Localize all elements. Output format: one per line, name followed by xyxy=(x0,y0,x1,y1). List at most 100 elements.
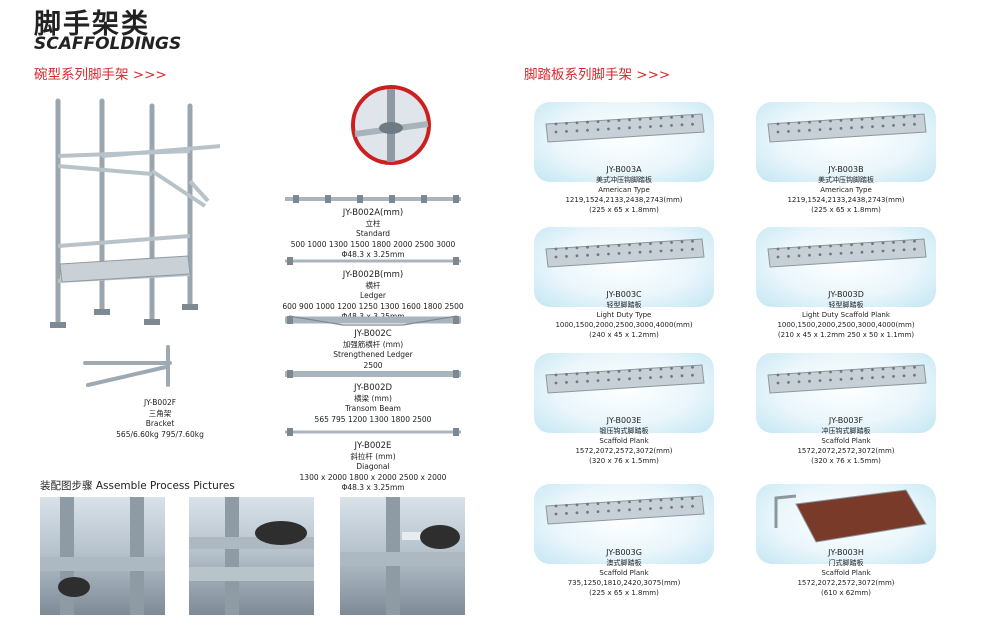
plank-code: JY-B003E xyxy=(606,416,642,425)
pipe-image xyxy=(285,195,461,203)
section-heading-planks: 脚踏板系列脚手架 >>> xyxy=(524,67,671,83)
plank-spec-line: (320 x 76 x 1.5mm) xyxy=(589,457,659,465)
plank-spec-line: 1219,1524,2133,2438,2743(mm) xyxy=(787,196,905,204)
cuplock-spec-line: Standard xyxy=(355,229,391,238)
pipe-image xyxy=(285,370,461,378)
cuplock-joint-detail-image xyxy=(351,85,431,165)
plank-spec-line: Scaffold Plank xyxy=(821,437,871,445)
cuplock-spec-line: Transom Beam xyxy=(345,404,401,413)
cuplock-frame-image xyxy=(50,98,220,328)
cuplock-spec-line: 1300 x 2000 1800 x 2000 2500 x 2000 xyxy=(299,472,447,482)
cuplock-spec-line: 500 1000 1300 1500 1800 2000 2500 3000 xyxy=(290,239,456,249)
plank-code: JY-B003D xyxy=(828,290,864,299)
plank-spec-line: 冲压钩式脚踏板 xyxy=(821,427,871,435)
bracket-code: JY-B002F xyxy=(143,398,177,407)
plank-spec-line: 1572,2072,2572,3072(mm) xyxy=(797,447,895,455)
plank-spec-line: (225 x 65 x 1.8mm) xyxy=(589,589,659,597)
cuplock-spec-line: 600 900 1000 1200 1250 1300 1600 1800 25… xyxy=(282,301,464,311)
plank-image xyxy=(534,353,714,433)
page-title-en: SCAFFOLDINGS xyxy=(34,34,182,54)
cuplock-spec-line: 加强筋横杆 (mm) xyxy=(342,339,404,349)
plank-code: JY-B003H xyxy=(828,548,864,557)
plank-spec-line: 美式冲压钩脚踏板 xyxy=(596,176,652,184)
plank-spec-line: (240 x 45 x 1.2mm) xyxy=(589,331,659,339)
cuplock-spec-line: Diagonal xyxy=(356,462,390,471)
plank-spec-line: (225 x 65 x 1.8mm) xyxy=(811,206,881,214)
assemble-photo-2 xyxy=(189,497,314,615)
cuplock-spec-line: 横梁 (mm) xyxy=(354,393,392,403)
cuplock-code: JY-B002D xyxy=(353,383,393,393)
plank-spec-line: 1000,1500,2000,2500,3000,4000(mm) xyxy=(777,321,915,329)
plank-image xyxy=(756,227,936,307)
plank-image xyxy=(756,484,936,564)
pipe-image xyxy=(285,257,461,265)
plank-spec-line: 澳式脚踏板 xyxy=(606,559,642,567)
plank-image xyxy=(534,227,714,307)
plank-spec-line: 门式脚踏板 xyxy=(828,559,864,567)
plank-code: JY-B003F xyxy=(828,416,864,425)
plank-spec-line: Scaffold Plank xyxy=(599,569,649,577)
plank-spec: JY-B003G 澳式脚踏板 Scaffold Plank 735,1250,1810… xyxy=(534,548,714,598)
cuplock-spec-line: 565 795 1200 1300 1800 2500 xyxy=(314,414,432,424)
pipe-image xyxy=(285,428,461,436)
bracket-weights: 565/6.60kg 795/7.60kg xyxy=(116,429,204,439)
plank-spec-line: (610 x 62mm) xyxy=(821,589,871,597)
plank-spec-line: Scaffold Plank xyxy=(821,569,871,577)
bracket-name-en: Bracket xyxy=(145,419,175,428)
plank-image xyxy=(534,484,714,564)
plank-spec-line: 1000,1500,2000,2500,3000,4000(mm) xyxy=(555,321,693,329)
plank-spec-line: 锻压钩式脚踏板 xyxy=(599,427,649,435)
plank-spec-line: (320 x 76 x 1.5mm) xyxy=(811,457,881,465)
plank-spec: JY-B003F 冲压钩式脚踏板 Scaffold Plank 1572,2072,2… xyxy=(756,416,936,466)
bracket-image xyxy=(83,345,172,387)
cuplock-spec-line: 横杆 xyxy=(365,280,381,290)
plank-spec-line: American Type xyxy=(820,186,872,194)
plank-spec-line: 美式冲压钩脚踏板 xyxy=(818,176,874,184)
plank-spec-line: 1572,2072,2572,3072(mm) xyxy=(575,447,673,455)
pipe-image xyxy=(285,315,461,326)
plank-spec: JY-B003C 轻型脚踏板 Light Duty Type 1000,1500,20… xyxy=(534,290,714,340)
cuplock-code: JY-B002C xyxy=(354,329,392,339)
plank-spec: JY-B003B 美式冲压钩脚踏板 American Type 1219,1524,2… xyxy=(756,165,936,215)
plank-spec-line: 735,1250,1810,2420,3075(mm) xyxy=(567,579,681,587)
plank-code: JY-B003B xyxy=(828,165,864,174)
plank-spec-line: 轻型脚踏板 xyxy=(606,301,642,309)
cuplock-spec-line: 斜拉杆 (mm) xyxy=(350,451,396,461)
plank-spec: JY-B003D 轻型脚踏板 Light Duty Scaffold Plank 10… xyxy=(756,290,936,340)
plank-spec-line: 轻型脚踏板 xyxy=(828,301,864,309)
plank-code: JY-B003G xyxy=(606,548,642,557)
page-title-cn: 脚手架类 xyxy=(34,9,150,40)
plank-spec-line: 1219,1524,2133,2438,2743(mm) xyxy=(565,196,683,204)
plank-spec-line: Light Duty Type xyxy=(596,311,652,319)
plank-spec-line: Light Duty Scaffold Plank xyxy=(802,311,890,319)
plank-spec: JY-B003H 门式脚踏板 Scaffold Plank 1572,2072,257… xyxy=(756,548,936,598)
plank-image xyxy=(534,102,714,182)
plank-spec-line: (225 x 65 x 1.8mm) xyxy=(589,206,659,214)
bracket-name-cn: 三角架 xyxy=(148,408,172,418)
bracket-text: JY-B002F 三角架 Bracket 565/6.60kg 795/7.60… xyxy=(100,398,220,440)
plank-code: JY-B003A xyxy=(606,165,642,174)
plank-image xyxy=(756,102,936,182)
cuplock-code: JY-B002B(mm) xyxy=(342,270,404,280)
cuplock-spec-line: Φ48.3 x 3.25mm xyxy=(341,250,405,259)
cuplock-spec-line: 立柱 xyxy=(365,218,381,228)
section-heading-cuplock: 碗型系列脚手架 >>> xyxy=(34,67,167,83)
assemble-heading: 装配图步骤 Assemble Process Pictures xyxy=(40,480,235,492)
plank-spec-line: 1572,2072,2572,3072(mm) xyxy=(797,579,895,587)
assemble-photo-1 xyxy=(40,497,165,615)
cuplock-code: JY-B002E xyxy=(354,441,392,451)
plank-spec-line: Scaffold Plank xyxy=(599,437,649,445)
plank-spec-line: (210 x 45 x 1.2mm 250 x 50 x 1.1mm) xyxy=(777,331,915,339)
plank-image xyxy=(756,353,936,433)
cuplock-spec-line: Φ48.3 x 3.25mm xyxy=(341,483,405,492)
cuplock-spec-line: Strengthened Ledger xyxy=(333,350,413,359)
cuplock-spec-line: 2500 xyxy=(363,360,383,370)
cuplock-spec-line: Ledger xyxy=(360,291,386,300)
plank-spec: JY-B003E 锻压钩式脚踏板 Scaffold Plank 1572,2072,2… xyxy=(534,416,714,466)
plank-code: JY-B003C xyxy=(606,290,642,299)
